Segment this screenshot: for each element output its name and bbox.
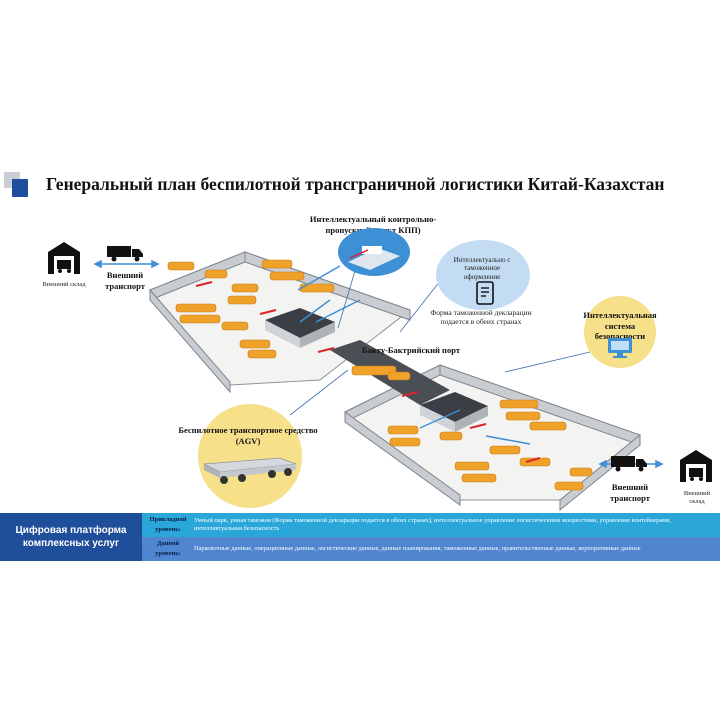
right-transport-label: Внешний транспорт — [610, 482, 650, 503]
left-warehouse-label: Внешний склад — [42, 281, 86, 288]
left-warehouse-building — [265, 308, 335, 348]
platform-title-line2: комплексных услуг — [22, 538, 120, 549]
agv-label: Беспилотное транспортное средство (AGV) — [178, 425, 318, 446]
customs-label: Интеллектуально с таможенное оформление — [453, 256, 511, 281]
right-warehouse-building — [420, 392, 488, 432]
title-logo — [4, 172, 34, 198]
document-icon — [476, 281, 494, 305]
monitor-icon — [608, 338, 632, 358]
warehouse-icon — [48, 242, 80, 274]
row-text: Парковочные данные, операционные данные,… — [194, 544, 641, 552]
left-containers — [167, 259, 411, 381]
right-containers — [387, 399, 593, 491]
truck-icon — [107, 246, 143, 262]
checkpoint-gate-icon — [348, 246, 400, 270]
platform-title: Цифровая платформа комплексных услуг — [0, 513, 142, 561]
checkpoint-circle — [338, 228, 410, 276]
truck-icon — [611, 456, 647, 472]
security-label: Интеллектуальная система безопасности — [583, 310, 657, 342]
declaration-note: Форма таможенной декларации подается в о… — [430, 308, 532, 326]
platform-row-application: Прикладной уровень: Умный парк, умная та… — [142, 513, 720, 537]
row-label: Прикладной уровень: — [149, 516, 187, 533]
customs-circle — [436, 240, 530, 310]
logistics-diagram — [93, 251, 664, 512]
agv-circle — [198, 404, 302, 508]
row-text: Умный парк, умная таможня (Форма таможен… — [194, 516, 672, 533]
port-label: Бакту-Бактрийский порт — [361, 345, 460, 355]
agv-vehicle-icon — [202, 457, 297, 484]
platform-title-line1: Цифровая платформа — [15, 524, 127, 536]
row-label: Данной уровень: — [155, 540, 181, 557]
left-transport-label: Внешний транспорт — [105, 270, 145, 291]
platform-row-data: Данной уровень: Парковочные данные, опер… — [142, 537, 720, 561]
flow-arrows — [93, 259, 664, 469]
barrier-gates — [195, 281, 541, 463]
warehouse-icon — [680, 450, 712, 482]
right-warehouse-label: Внешний склад — [683, 490, 711, 505]
page-title: Генеральный план беспилотной трансгранич… — [46, 174, 665, 194]
